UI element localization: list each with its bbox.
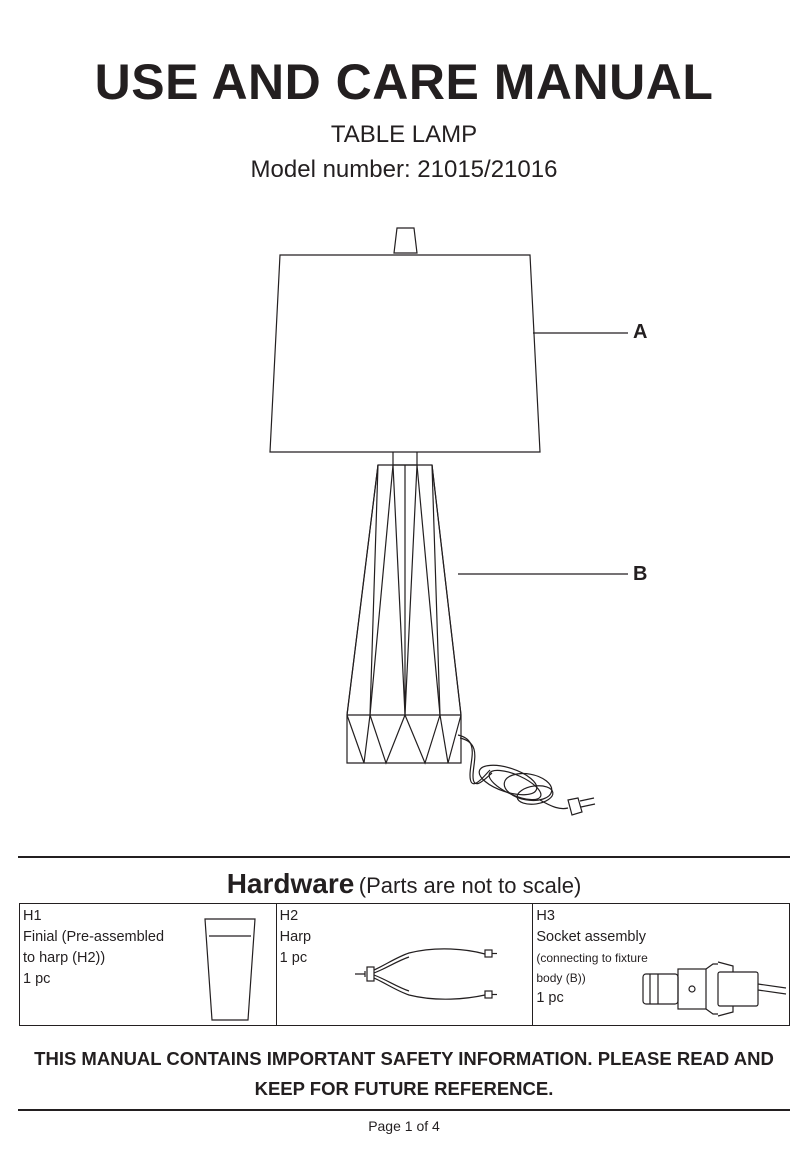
finial-drawing <box>393 227 418 254</box>
hardware-code: H1 <box>23 908 42 924</box>
power-cord-drawing <box>457 734 596 816</box>
base-drawing <box>346 464 462 765</box>
hardware-desc: to harp (H2)) <box>23 950 106 966</box>
safety-line: KEEP FOR FUTURE REFERENCE. <box>254 1078 554 1099</box>
hardware-cell-h2: H2 Harp 1 pc <box>275 904 533 1025</box>
socket-part-drawing <box>642 961 787 1017</box>
finial-part-drawing <box>204 918 256 1021</box>
model-number: Model number: 21015/21016 <box>250 156 558 183</box>
neck-drawing <box>392 452 418 466</box>
hardware-desc: Finial (Pre-assembled <box>23 929 165 945</box>
safety-line: THIS MANUAL CONTAINS IMPORTANT SAFETY IN… <box>34 1048 774 1069</box>
hardware-note: (Parts are not to scale) <box>358 873 582 898</box>
lamp-illustration <box>269 227 628 816</box>
section-divider-top <box>18 856 790 858</box>
hardware-code: H2 <box>279 908 299 924</box>
product-name: TABLE LAMP <box>330 121 478 148</box>
safety-notice: THIS MANUAL CONTAINS IMPORTANT SAFETY IN… <box>0 1044 808 1104</box>
hardware-qty: 1 pc <box>536 990 564 1006</box>
hardware-subdesc: (connecting to fixture <box>536 951 648 965</box>
callout-b: B <box>633 563 648 585</box>
section-divider-bottom <box>18 1109 790 1111</box>
hardware-qty: 1 pc <box>23 971 51 987</box>
harp-part-drawing <box>354 948 497 1000</box>
hardware-code: H3 <box>536 908 555 924</box>
page-number: Page 1 of 4 <box>368 1118 440 1134</box>
hardware-cell-h3: H3 Socket assembly (connecting to fixtur… <box>532 904 789 1025</box>
hardware-table: H1 Finial (Pre-assembled to harp (H2)) 1… <box>19 903 790 1026</box>
hardware-subdesc: body (B)) <box>536 971 586 985</box>
shade-drawing <box>269 254 541 453</box>
hardware-title: Hardware <box>226 868 355 899</box>
hardware-cell-h1: H1 Finial (Pre-assembled to harp (H2)) 1… <box>20 904 276 1025</box>
hardware-heading: Hardware (Parts are not to scale) <box>0 868 808 900</box>
hardware-desc: Socket assembly <box>536 929 646 945</box>
callout-a: A <box>633 321 648 343</box>
manual-title: USE AND CARE MANUAL <box>94 54 714 110</box>
hardware-desc: Harp <box>279 929 312 945</box>
hardware-qty: 1 pc <box>279 950 308 966</box>
